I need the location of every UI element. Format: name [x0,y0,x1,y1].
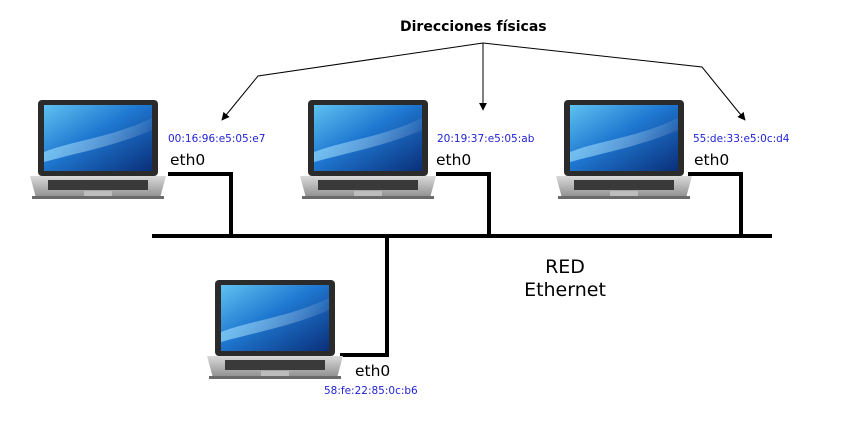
laptop-icon [30,100,166,199]
drop-cable-host-1 [168,172,233,236]
interface-label-host-1: eth0 [170,151,206,169]
mac-address-host-1: 00:16:96:e5:05:e7 [168,133,266,145]
network-label-line1: RED [545,256,585,278]
network-label: RED Ethernet [515,256,615,302]
drop-cable-host-4 [340,236,389,357]
mac-address-host-2: 20:19:37:e5:05:ab [437,133,535,145]
laptop-icon [207,280,343,379]
interface-label-host-4: eth0 [355,362,391,380]
drop-cable-host-2 [436,172,491,236]
drop-cable-host-3 [688,172,743,236]
diagram-title: Direcciones físicas [400,19,547,35]
ethernet-cables [152,172,772,357]
laptop-icon [300,100,436,199]
mac-address-host-3: 55:de:33:e5:0c:d4 [693,133,790,145]
network-label-line2: Ethernet [524,279,606,301]
interface-label-host-2: eth0 [436,151,472,169]
mac-address-host-4: 58:fe:22:85:0c:b6 [324,385,418,397]
laptop-icon [556,100,692,199]
title-arrows [221,42,746,121]
interface-label-host-3: eth0 [694,151,730,169]
